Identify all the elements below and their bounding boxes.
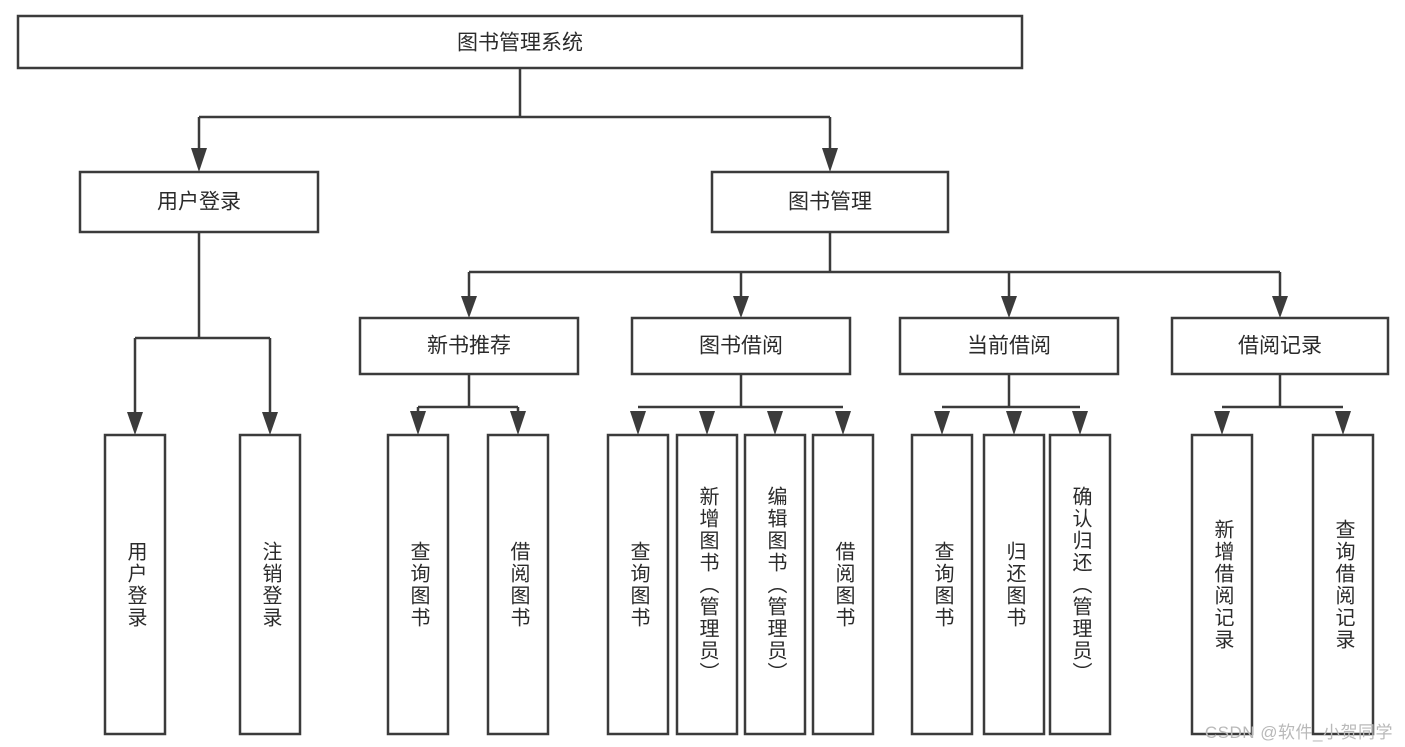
arrow-icon-borrow-record [1272,296,1288,318]
node-add-book-admin-box[interactable] [675,433,739,736]
node-return-book-box[interactable] [982,433,1046,736]
arrow-icon-query-book-2 [630,411,646,435]
arrow-icon-edit-book-admin [767,411,783,435]
node-edit-book-admin-box[interactable] [743,433,807,736]
node-root-label: 图书管理系统 [457,32,583,55]
node-borrow-book-1-box[interactable] [486,433,550,736]
connector-group-current-borrow [934,374,1088,435]
node-new-book-recommend-label: 新书推荐 [427,335,511,358]
node-query-book-2-box[interactable] [606,433,670,736]
node-current-borrow[interactable]: 当前借阅 [898,316,1120,376]
arrow-icon-return-book [1006,411,1022,435]
arrow-icon-query-borrow-record [1335,411,1351,435]
arrow-icon-user-logout-leaf [262,412,278,435]
node-root-box[interactable] [16,14,1024,70]
node-borrow-record-box[interactable] [1170,316,1390,376]
arrow-icon-borrow-book-1 [510,411,526,435]
connector-group-borrow-record [1214,374,1351,435]
node-borrow-record[interactable]: 借阅记录 [1170,316,1390,376]
arrow-icon-add-book-admin [699,411,715,435]
node-borrow-book-2-box[interactable] [811,433,875,736]
node-root[interactable]: 图书管理系统 [16,14,1024,70]
node-new-book-recommend-box[interactable] [358,316,580,376]
node-add-borrow-record-box[interactable] [1190,433,1254,736]
arrow-icon-confirm-return-admin [1072,411,1088,435]
node-user-login-leaf-box[interactable] [103,433,167,736]
node-book-borrow[interactable]: 图书借阅 [630,316,852,376]
arrow-icon-user-login [191,148,207,172]
node-book-borrow-box[interactable] [630,316,852,376]
connector-group-new-book-recommend [410,374,526,435]
node-current-borrow-label: 当前借阅 [967,335,1051,358]
arrow-icon-book-management [822,148,838,172]
connector-group-book-borrow [630,374,851,435]
node-query-borrow-record-box[interactable] [1311,433,1375,736]
arrow-icon-query-book-3 [934,411,950,435]
watermark-text: CSDN @软件_小贺同学 [1204,723,1393,742]
arrow-icon-new-book-recommend [461,296,477,318]
node-query-book-3-box[interactable] [910,433,974,736]
arrow-icon-book-borrow [733,296,749,318]
arrow-icon-current-borrow [1001,296,1017,318]
leaf-boxes [103,433,1375,736]
arrow-icon-user-login-leaf [127,412,143,435]
arrow-icon-borrow-book-2 [835,411,851,435]
connector-group-user-login [127,232,278,435]
node-book-borrow-label: 图书借阅 [699,335,783,358]
connector-group-root [191,68,838,172]
connector-group-book-management [461,232,1288,318]
node-book-management-box[interactable] [710,170,950,234]
arrow-icon-query-book-1 [410,411,426,435]
node-confirm-return-admin-box[interactable] [1048,433,1112,736]
node-current-borrow-box[interactable] [898,316,1120,376]
node-user-logout-leaf-box[interactable] [238,433,302,736]
node-book-management-label: 图书管理 [788,191,872,214]
node-borrow-record-label: 借阅记录 [1238,335,1322,358]
node-query-book-1-box[interactable] [386,433,450,736]
node-new-book-recommend[interactable]: 新书推荐 [358,316,580,376]
arrow-icon-add-borrow-record [1214,411,1230,435]
node-user-login-box[interactable] [78,170,320,234]
node-book-management[interactable]: 图书管理 [710,170,950,234]
node-user-login[interactable]: 用户登录 [78,170,320,234]
node-user-login-label: 用户登录 [157,191,241,214]
